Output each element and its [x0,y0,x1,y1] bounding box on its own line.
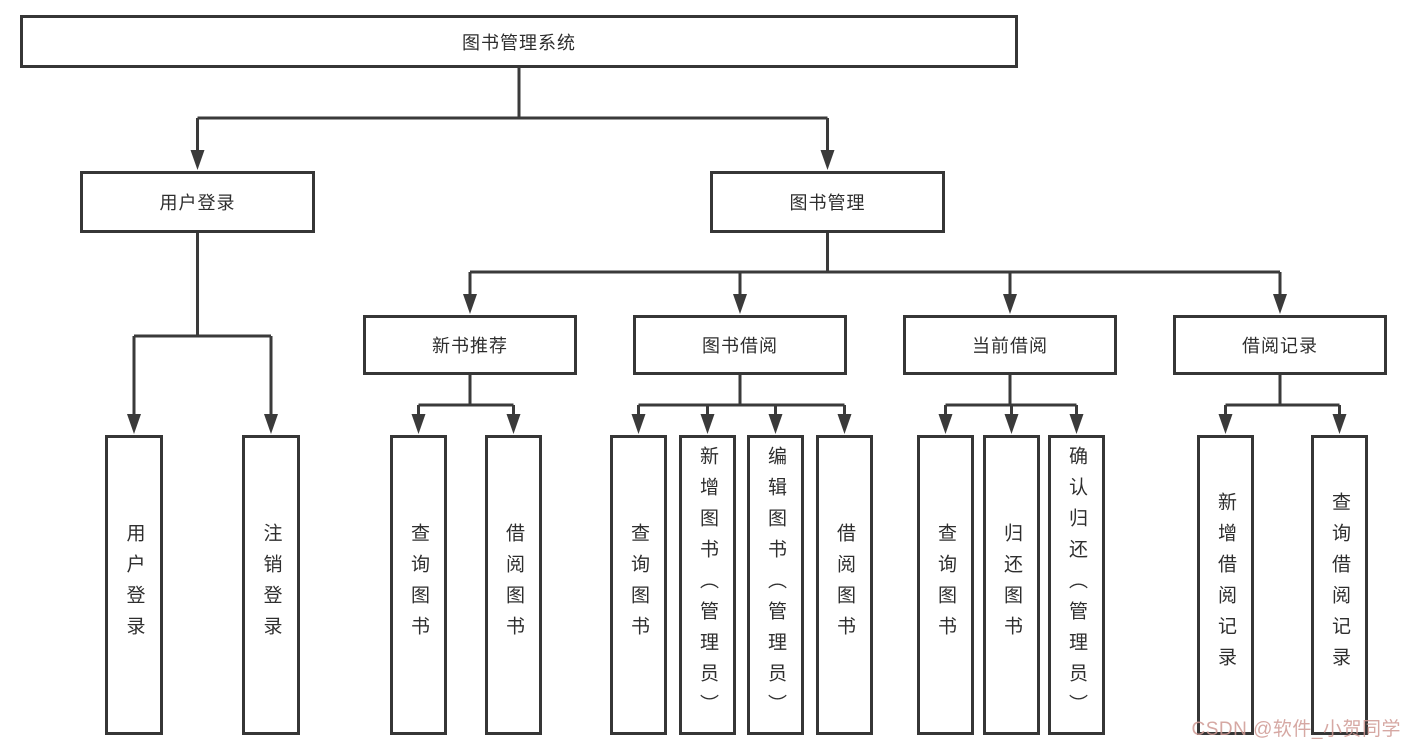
node-label: 当前借阅 [972,336,1048,356]
node-new-book-recommend: 新书推荐 [363,315,577,375]
node-leaf-borrow-books: 借阅图书 [816,435,873,735]
node-leaf-user-login: 用户登录 [105,435,163,735]
node-root-system: 图书管理系统 [20,15,1018,68]
node-label: 查询图书 [408,523,429,647]
node-label: 用户登录 [159,193,236,213]
node-leaf-query-books: 查询图书 [917,435,974,735]
node-label: 新增图书（管理员） [697,445,718,725]
node-leaf-logout: 注销登录 [242,435,300,735]
connector-current-to-leaves [944,375,1078,416]
node-leaf-query-borrow-record: 查询借阅记录 [1311,435,1368,735]
node-label: 查询借阅记录 [1329,492,1350,678]
node-leaf-edit-books-admin: 编辑图书（管理员） [747,435,804,735]
connector-root-to-level2 [196,68,829,152]
node-label: 新书推荐 [432,336,508,356]
node-leaf-return-books: 归还图书 [983,435,1040,735]
node-label: 新增借阅记录 [1215,492,1236,678]
node-label: 查询图书 [628,523,649,647]
node-leaf-query-books: 查询图书 [390,435,447,735]
node-label: 查询图书 [935,523,956,647]
node-leaf-add-borrow-record: 新增借阅记录 [1197,435,1254,735]
node-leaf-add-books-admin: 新增图书（管理员） [679,435,736,735]
connector-newbook-to-leaves [417,375,515,416]
node-label: 借阅记录 [1242,336,1318,356]
node-book-borrowing: 图书借阅 [633,315,847,375]
connector-mgmt-to-level3 [468,233,1282,296]
node-label: 编辑图书（管理员） [765,445,786,725]
node-user-login: 用户登录 [80,171,315,233]
node-book-management: 图书管理 [710,171,945,233]
node-current-borrowing: 当前借阅 [903,315,1117,375]
node-borrowing-records: 借阅记录 [1173,315,1387,375]
connector-borrow-to-leaves [637,375,846,416]
node-label: 图书管理 [789,193,866,213]
node-label: 归还图书 [1001,523,1022,647]
node-leaf-query-books: 查询图书 [610,435,667,735]
node-label: 注销登录 [260,523,282,647]
node-label: 用户登录 [123,523,145,647]
arrowheads [127,150,1347,434]
node-label: 图书管理系统 [462,32,576,53]
node-label: 借阅图书 [834,523,855,647]
node-label: 图书借阅 [702,336,778,356]
connector-login-to-leaves [132,233,273,416]
watermark: CSDN @软件_小贺同学 [1191,719,1401,740]
connector-records-to-leaves [1224,375,1341,416]
node-label: 确认归还（管理员） [1066,445,1087,725]
node-label: 借阅图书 [503,523,524,647]
node-leaf-confirm-return-admin: 确认归还（管理员） [1048,435,1105,735]
node-leaf-borrow-books: 借阅图书 [485,435,542,735]
